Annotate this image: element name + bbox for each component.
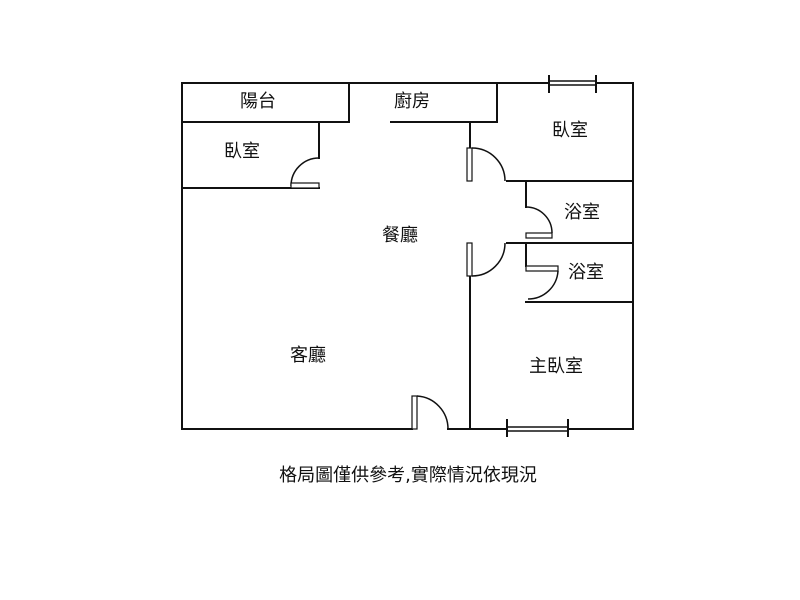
bath-lower-door — [525, 265, 559, 300]
bath-upper-door — [525, 206, 553, 239]
room-label-bath-lower: 浴室 — [568, 262, 604, 283]
room-label-bedroom-right: 臥室 — [552, 120, 588, 141]
balcony-window — [548, 75, 597, 93]
room-label-master-bedroom: 主臥室 — [529, 356, 583, 377]
bedroom-right-door — [466, 147, 506, 182]
room-label-balcony: 陽台 — [240, 91, 276, 112]
room-label-bedroom-left: 臥室 — [224, 141, 260, 162]
bedroom-left-door — [290, 157, 320, 189]
room-label-living: 客廳 — [290, 345, 326, 366]
entrance-door — [411, 395, 449, 430]
disclaimer-note: 格局圖僅供參考,實際情況依現況 — [279, 465, 537, 486]
room-label-kitchen: 廚房 — [394, 91, 430, 112]
room-label-bath-upper: 浴室 — [564, 202, 600, 223]
outer-walls — [181, 82, 634, 430]
room-label-dining: 餐廳 — [382, 225, 418, 246]
master-bedroom-window — [506, 419, 569, 437]
master-bedroom-door — [466, 242, 506, 277]
